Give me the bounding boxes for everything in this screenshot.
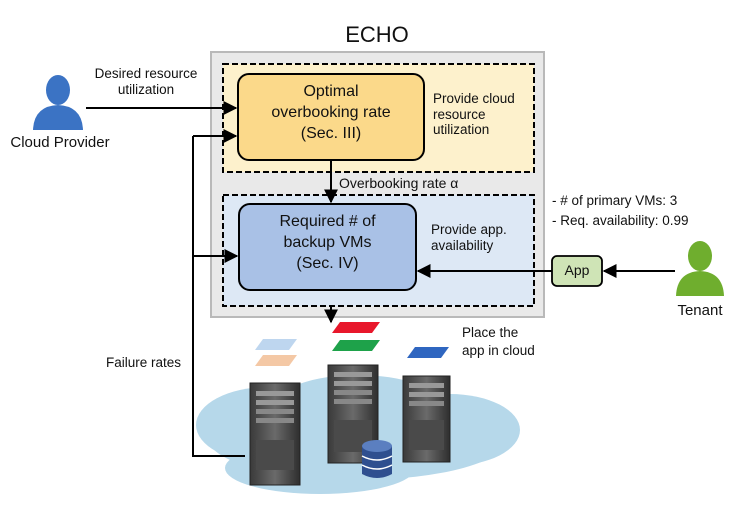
overbooking-note: Provide cloud resource utilization (433, 91, 515, 138)
cloud-provider-person-icon (33, 75, 83, 130)
vm-tile-green (332, 340, 380, 351)
place-line1: Place the (462, 325, 519, 340)
diagram-title: ECHO (345, 22, 409, 47)
overbooking-line2: overbooking rate (271, 103, 391, 121)
overbooking-note-line2: resource (433, 106, 486, 122)
backup-line1: Required # of (279, 213, 376, 230)
app-label: App (564, 262, 590, 278)
server-rack-icon (249, 382, 301, 486)
backup-box (238, 203, 417, 291)
place-app-label: Place the app in cloud (462, 324, 535, 359)
tenant-label: Tenant (677, 302, 723, 319)
overbooking-line1: Optimal (303, 83, 359, 100)
overbooking-box-text: Optimal overbooking rate (Sec. III) (238, 82, 424, 144)
backup-line2: backup VMs (283, 233, 372, 251)
desired-resource-line1: Desired resource (94, 66, 198, 81)
overbooking-line3: (Sec. III) (300, 124, 362, 142)
database-icon (361, 440, 393, 478)
failure-rates-label: Failure rates (106, 355, 182, 370)
backup-note: Provide app. availability (431, 222, 507, 253)
desired-resource-label: Desired resource utilization (78, 66, 214, 97)
backup-note-line1: Provide app. (431, 222, 507, 237)
primary-vms-text: - # of primary VMs: 3 (552, 193, 678, 208)
desired-resource-line2: utilization (117, 81, 175, 97)
overbooking-rate-label: Overbooking rate α (339, 175, 459, 191)
backup-note-line2: availability (431, 237, 494, 253)
overbooking-note-line3: utilization (433, 122, 490, 138)
failure-rates-path (192, 136, 245, 457)
backup-line3: (Sec. IV) (296, 254, 359, 272)
vm-tile-light-orange (255, 355, 297, 366)
backup-box-text: Required # of backup VMs (Sec. IV) (239, 212, 416, 274)
cloud-provider-label: Cloud Provider (10, 134, 110, 151)
vm-tile-blue (407, 347, 449, 358)
overbooking-note-line1: Provide cloud (433, 91, 515, 106)
req-availability-text: - Req. availability: 0.99 (552, 212, 689, 228)
server-rack-icon (402, 375, 451, 463)
vm-tile-light-blue (255, 339, 297, 350)
tenant-requirements: - # of primary VMs: 3 - Req. availabilit… (552, 191, 689, 230)
place-line2: app in cloud (462, 342, 535, 358)
tenant-person-icon (676, 241, 724, 296)
vm-tile-red (332, 322, 380, 333)
